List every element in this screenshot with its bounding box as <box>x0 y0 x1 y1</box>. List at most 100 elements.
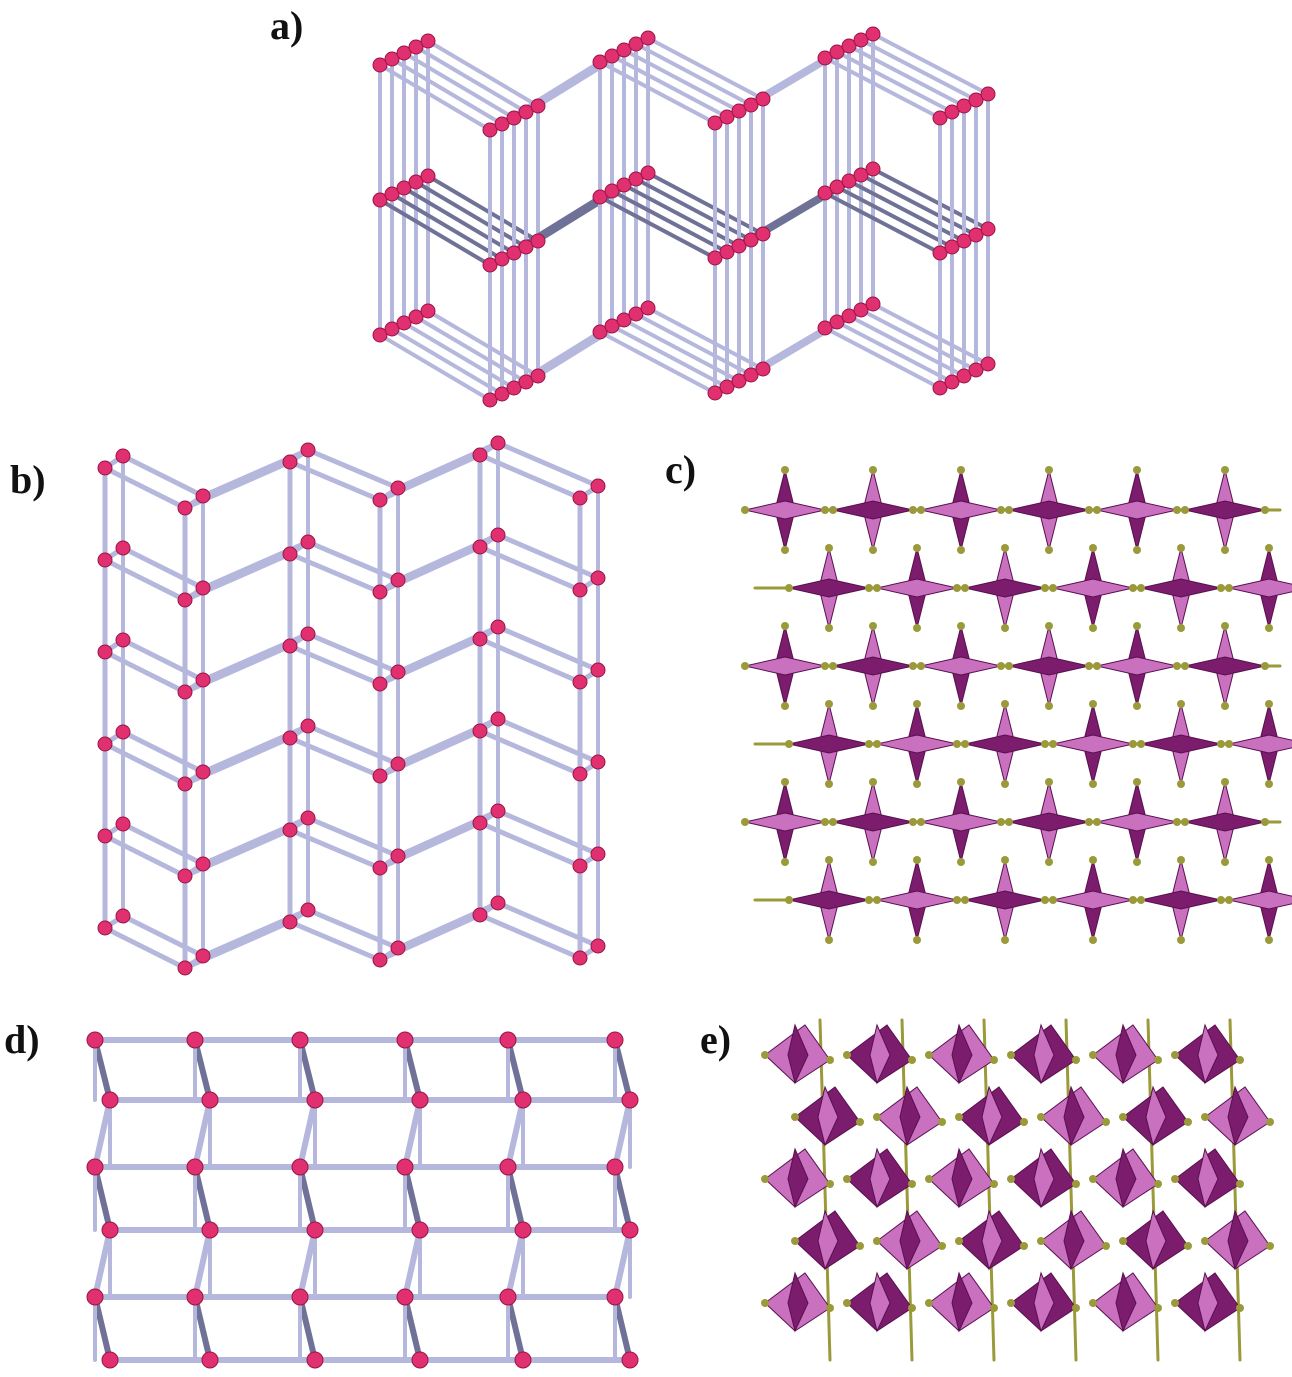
atom <box>390 480 406 496</box>
atom <box>494 251 510 267</box>
bond <box>646 36 765 101</box>
atom <box>841 38 857 54</box>
anion <box>1221 778 1229 786</box>
atom <box>195 764 211 780</box>
atom <box>980 221 996 237</box>
anion <box>917 662 925 670</box>
atom <box>572 766 588 782</box>
atom <box>186 1158 204 1176</box>
atom <box>817 50 833 66</box>
anion <box>1049 896 1057 904</box>
tetrahedron <box>1227 1209 1249 1271</box>
bond <box>859 173 978 237</box>
anion <box>1089 544 1097 552</box>
anion <box>825 624 833 632</box>
atom <box>195 580 211 596</box>
anion <box>869 622 877 630</box>
anion <box>1045 778 1053 786</box>
atom <box>621 1351 639 1369</box>
anion <box>1171 1175 1179 1183</box>
atom <box>472 907 488 923</box>
anion <box>856 1118 864 1126</box>
atom <box>853 32 869 48</box>
atom <box>719 379 735 395</box>
atom <box>411 1221 429 1239</box>
anion <box>1093 662 1101 670</box>
anion <box>953 896 961 904</box>
anion <box>1173 662 1181 670</box>
atom <box>743 97 759 113</box>
atom <box>396 1158 414 1176</box>
bond <box>402 1164 423 1233</box>
atom <box>201 1351 219 1369</box>
anion <box>1085 506 1093 514</box>
atom <box>97 552 113 568</box>
anion <box>785 584 793 592</box>
anion <box>1265 936 1273 944</box>
tetrahedron <box>1145 1085 1167 1147</box>
atom <box>420 168 436 184</box>
bond <box>402 1227 423 1300</box>
atom <box>506 380 522 396</box>
anion <box>925 1175 933 1183</box>
bond <box>598 330 717 395</box>
bond <box>305 907 401 951</box>
anion <box>1089 624 1097 632</box>
bond <box>1228 1018 1242 1362</box>
tetrahedron <box>1197 1147 1219 1209</box>
atom <box>101 1351 119 1369</box>
anion <box>1045 622 1053 630</box>
anion <box>873 896 881 904</box>
anion <box>1045 702 1053 710</box>
bond <box>297 1164 318 1233</box>
anion <box>1041 740 1049 748</box>
atom <box>743 367 759 383</box>
bond <box>610 189 729 254</box>
bond <box>378 198 492 267</box>
atom <box>865 296 881 312</box>
bond <box>287 827 383 871</box>
bond <box>297 1037 318 1103</box>
atom <box>177 684 193 700</box>
bond <box>646 171 765 236</box>
anion <box>913 780 921 788</box>
bond <box>823 191 942 255</box>
anion <box>1217 740 1225 748</box>
bond <box>402 1294 423 1363</box>
anion <box>1119 1237 1127 1245</box>
atom <box>282 638 298 654</box>
panel-label-c: c) <box>665 447 697 492</box>
anion <box>1261 506 1269 514</box>
anion <box>1171 1051 1179 1059</box>
bond <box>92 1037 113 1103</box>
bond <box>102 465 188 511</box>
atom <box>115 540 131 556</box>
atom <box>396 45 412 61</box>
anion <box>791 1113 799 1121</box>
atom <box>499 1288 517 1306</box>
atom <box>396 1031 414 1049</box>
anion <box>1137 740 1145 748</box>
anion <box>1007 1175 1015 1183</box>
bond <box>92 1227 113 1300</box>
atom <box>755 226 771 242</box>
atom <box>195 948 211 964</box>
atom <box>482 122 498 138</box>
bond <box>120 821 206 867</box>
anion <box>913 544 921 552</box>
anion <box>1041 584 1049 592</box>
atom <box>306 1091 324 1109</box>
anion <box>1137 896 1145 904</box>
anion <box>955 1113 963 1121</box>
anion <box>925 1051 933 1059</box>
atom <box>300 534 316 550</box>
atom <box>195 488 211 504</box>
tetrahedron <box>1145 1209 1167 1271</box>
tetrahedron <box>1227 1085 1249 1147</box>
anion <box>1177 700 1185 708</box>
atom <box>590 846 606 862</box>
bond <box>287 643 383 687</box>
atom <box>968 227 984 243</box>
anion <box>873 1237 881 1245</box>
